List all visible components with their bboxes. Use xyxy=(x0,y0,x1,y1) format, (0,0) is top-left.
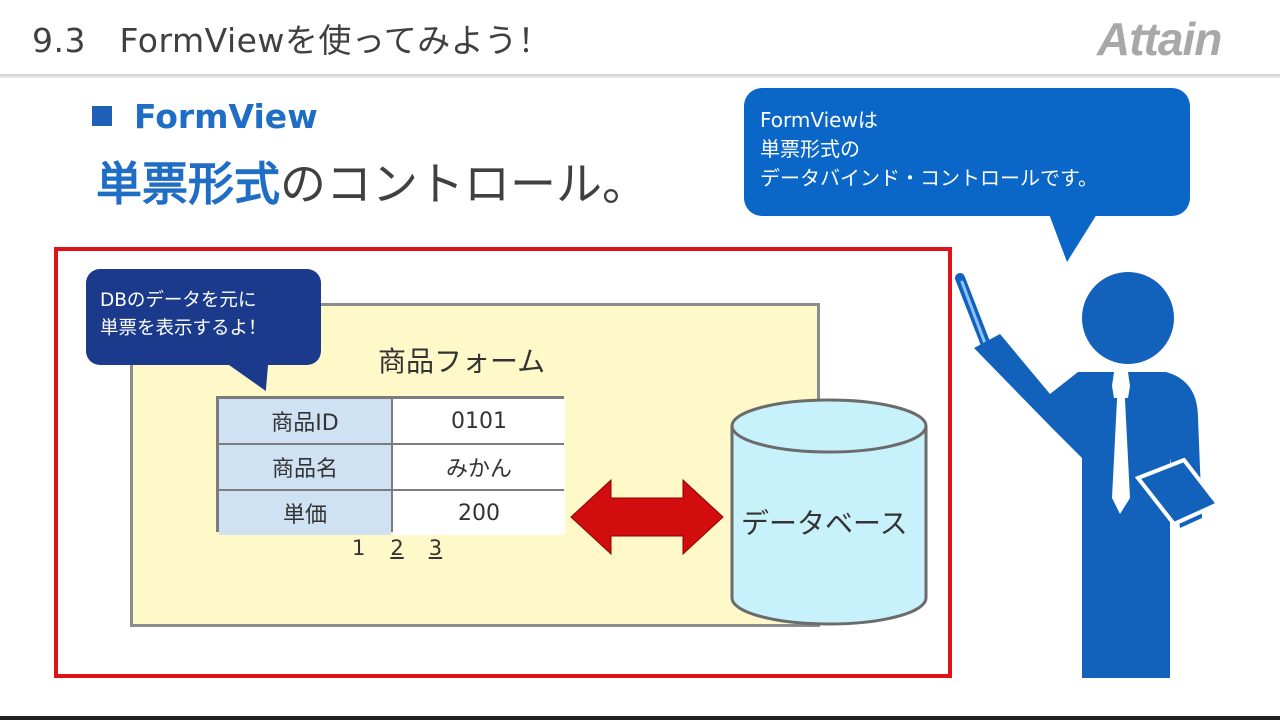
database-label: データベース xyxy=(741,507,908,540)
footer-divider xyxy=(0,716,1280,720)
field-label: 商品ID xyxy=(219,399,391,443)
field-value: みかん xyxy=(393,445,565,489)
pager-link[interactable]: 3 xyxy=(428,536,443,560)
bullet-square-icon xyxy=(92,106,112,126)
pager-current: 1 xyxy=(352,536,366,560)
bullet-text: FormView xyxy=(134,96,318,136)
subtitle-rest: のコントロール。 xyxy=(280,157,648,211)
logo-text: Attain xyxy=(1096,13,1221,64)
speech-line: 単票を表示するよ！ xyxy=(100,318,267,339)
speech-line: DBのデータを元に xyxy=(100,290,257,311)
highlight-frame xyxy=(54,247,952,678)
pager: 1 2 3 xyxy=(352,536,442,560)
speech-text: FormViewは 単票形式の データバインド・コントロールです。 xyxy=(760,106,1098,193)
field-label: 単価 xyxy=(219,491,391,535)
database-icon xyxy=(730,398,928,626)
attain-logo: Attain xyxy=(1096,13,1222,64)
speech-bubble-left: DBのデータを元に 単票を表示するよ！ xyxy=(86,269,321,391)
presenter-icon xyxy=(955,272,1222,678)
slide-title: 9.3 FormViewを使ってみよう！ xyxy=(32,21,552,60)
speech-line: データバインド・コントロールです。 xyxy=(760,166,1098,190)
subtitle-highlight: 単票形式 xyxy=(96,157,280,211)
slide-subtitle: 単票形式のコントロール。 xyxy=(96,148,648,214)
field-label: 商品名 xyxy=(219,445,391,489)
field-value: 0101 xyxy=(393,399,565,443)
slide-header: 9.3 FormViewを使ってみよう！ Attain xyxy=(0,0,1280,75)
speech-line: FormViewは xyxy=(760,108,878,132)
form-table: 商品ID 0101 商品名 みかん 単価 200 xyxy=(216,396,565,535)
speech-tail xyxy=(1049,214,1097,262)
form-title: 商品フォーム xyxy=(378,345,546,378)
speech-bubble-right: FormViewは 単票形式の データバインド・コントロールです。 xyxy=(744,88,1190,262)
speech-text: DBのデータを元に 単票を表示するよ！ xyxy=(100,287,267,343)
bullet-heading: FormView xyxy=(92,96,318,136)
header-divider xyxy=(0,74,1280,78)
pager-link[interactable]: 2 xyxy=(390,536,404,560)
field-value: 200 xyxy=(393,491,565,535)
speech-line: 単票形式の xyxy=(760,137,860,161)
double-arrow-icon xyxy=(570,478,724,556)
